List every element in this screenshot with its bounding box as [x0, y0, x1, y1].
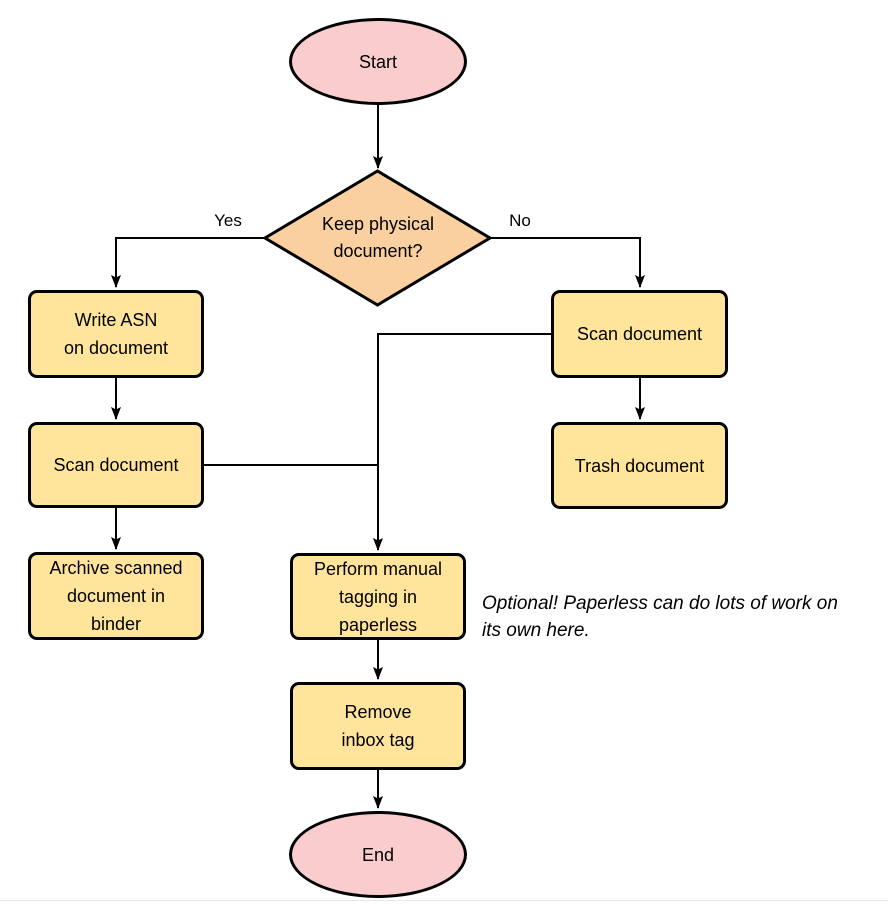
note-optional-paperless: Optional! Paperless can do lots of work …: [482, 593, 838, 641]
node-write-asn: Write ASN on document: [28, 290, 204, 378]
node-manual-tagging: Perform manual tagging in paperless: [290, 553, 466, 640]
edge-label-yes: Yes: [214, 211, 242, 230]
decision-diamond-shape: [262, 169, 493, 307]
node-start-label: Start: [358, 51, 397, 72]
edge-label-no: No: [509, 211, 531, 230]
canvas-bottom-edge: [0, 900, 888, 901]
node-scan-document-right: Scan document: [551, 290, 728, 378]
node-end: End: [289, 811, 467, 898]
node-archive-binder: Archive scanned document in binder: [28, 552, 204, 640]
node-end-label: End: [361, 844, 395, 865]
edge-decision-yes-to-write-asn: [111, 237, 265, 288]
node-decision-label: Keep physical document?: [321, 214, 435, 261]
node-scan-document-left: Scan document: [28, 422, 204, 508]
node-remove-inbox-tag: Remove inbox tag: [290, 682, 466, 770]
edge-scan-right-to-tagging: [373, 333, 551, 551]
node-trash-document: Trash document: [551, 422, 728, 509]
node-start: Start: [289, 18, 467, 105]
edge-decision-no-to-scan-right: [490, 237, 645, 288]
